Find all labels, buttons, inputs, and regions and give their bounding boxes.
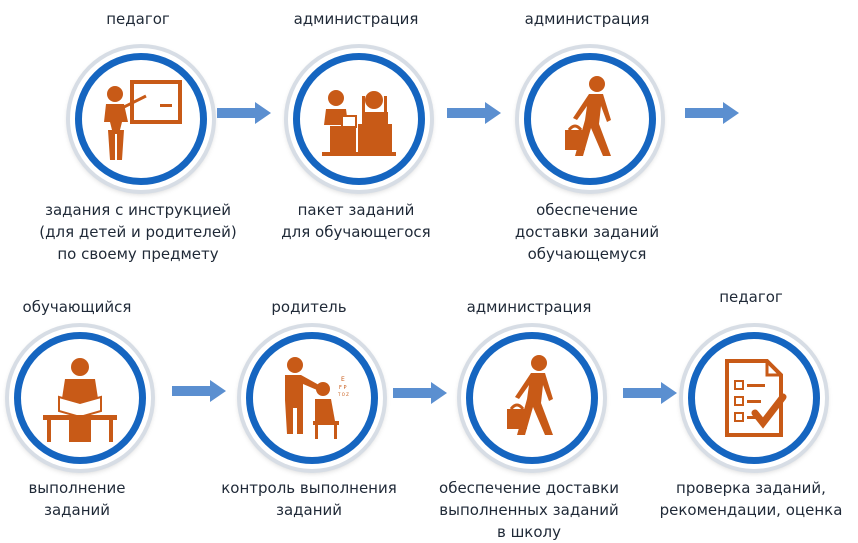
- role-label: администрация: [293, 10, 419, 28]
- flow-arrow: [623, 382, 677, 404]
- role-label: администрация: [466, 298, 592, 316]
- step-icon-circle: [75, 53, 207, 185]
- flow-arrow: [393, 382, 447, 404]
- role-label: родитель: [271, 298, 347, 316]
- person-walking-with-bag-icon: [565, 76, 611, 156]
- parent-helping-child-icon: E F P T O Z: [285, 357, 349, 439]
- step-caption: обеспечение доставки выполненных заданий…: [439, 479, 619, 541]
- flow-arrow: [447, 102, 501, 124]
- step-caption: пакет заданий для обучающегося: [281, 201, 431, 241]
- step-icon-circle: E F P T O Z: [246, 332, 378, 464]
- role-label: педагог: [106, 10, 170, 28]
- role-label: обучающийся: [22, 298, 132, 316]
- flow-arrow: [172, 380, 226, 402]
- flow-arrow: [217, 102, 271, 124]
- svg-text:T O Z: T O Z: [337, 392, 349, 397]
- step-icon-circle: [14, 332, 146, 464]
- role-label: администрация: [524, 10, 650, 28]
- role-label: педагог: [719, 288, 783, 306]
- step-caption: выполнение заданий: [28, 479, 126, 519]
- step-caption: контроль выполнения заданий: [221, 479, 397, 519]
- student-reading-icon: [43, 358, 117, 442]
- step-icon-circle: [688, 332, 820, 464]
- step-caption: проверка заданий, рекомендации, оценка: [659, 479, 843, 519]
- person-walking-with-bag-icon: [507, 355, 553, 435]
- step-caption: обеспечение доставки заданий обучающемус…: [514, 201, 660, 263]
- step-caption: задания с инструкцией (для детей и родит…: [39, 201, 237, 263]
- step-icon-circle: [524, 53, 656, 185]
- checklist-icon: [725, 359, 787, 437]
- flow-arrow: [685, 102, 739, 124]
- svg-text:E: E: [341, 376, 345, 383]
- administration-desk-icon: [322, 90, 396, 156]
- svg-text:F P: F P: [339, 385, 346, 391]
- step-icon-circle: [293, 53, 425, 185]
- step-icon-circle: [466, 332, 598, 464]
- teacher-at-board-icon: [104, 80, 182, 160]
